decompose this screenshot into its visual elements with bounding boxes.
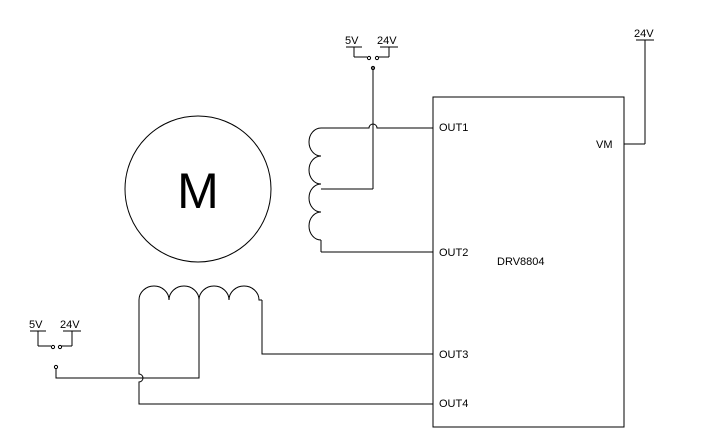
switch-bottom-24v: 24V bbox=[60, 319, 80, 331]
driver-ic-box bbox=[432, 96, 625, 428]
motor-circle bbox=[124, 115, 272, 263]
pin-out1-label: OUT1 bbox=[439, 122, 468, 134]
switch-top-5v: 5V bbox=[345, 35, 359, 47]
pin-vm-label: VM bbox=[596, 139, 613, 151]
pin-out4-label: OUT4 bbox=[439, 398, 468, 410]
pin-out2-label: OUT2 bbox=[439, 247, 468, 259]
vm-supply-voltage: 24V bbox=[634, 28, 654, 40]
motor-label: M bbox=[177, 163, 219, 219]
vm-supply: 24V bbox=[624, 28, 654, 145]
switch-bottom-5v: 5V bbox=[29, 319, 43, 331]
switch-top-24v: 24V bbox=[377, 35, 397, 47]
coil-b bbox=[55, 285, 433, 405]
motor-symbol: M bbox=[124, 115, 272, 263]
coil-a bbox=[308, 67, 433, 253]
pin-out3-label: OUT3 bbox=[439, 349, 468, 361]
driver-ic-label: DRV8804 bbox=[497, 256, 545, 268]
switch-bottom: 5V 24V bbox=[29, 319, 81, 370]
switch-top: 5V 24V bbox=[345, 35, 398, 71]
